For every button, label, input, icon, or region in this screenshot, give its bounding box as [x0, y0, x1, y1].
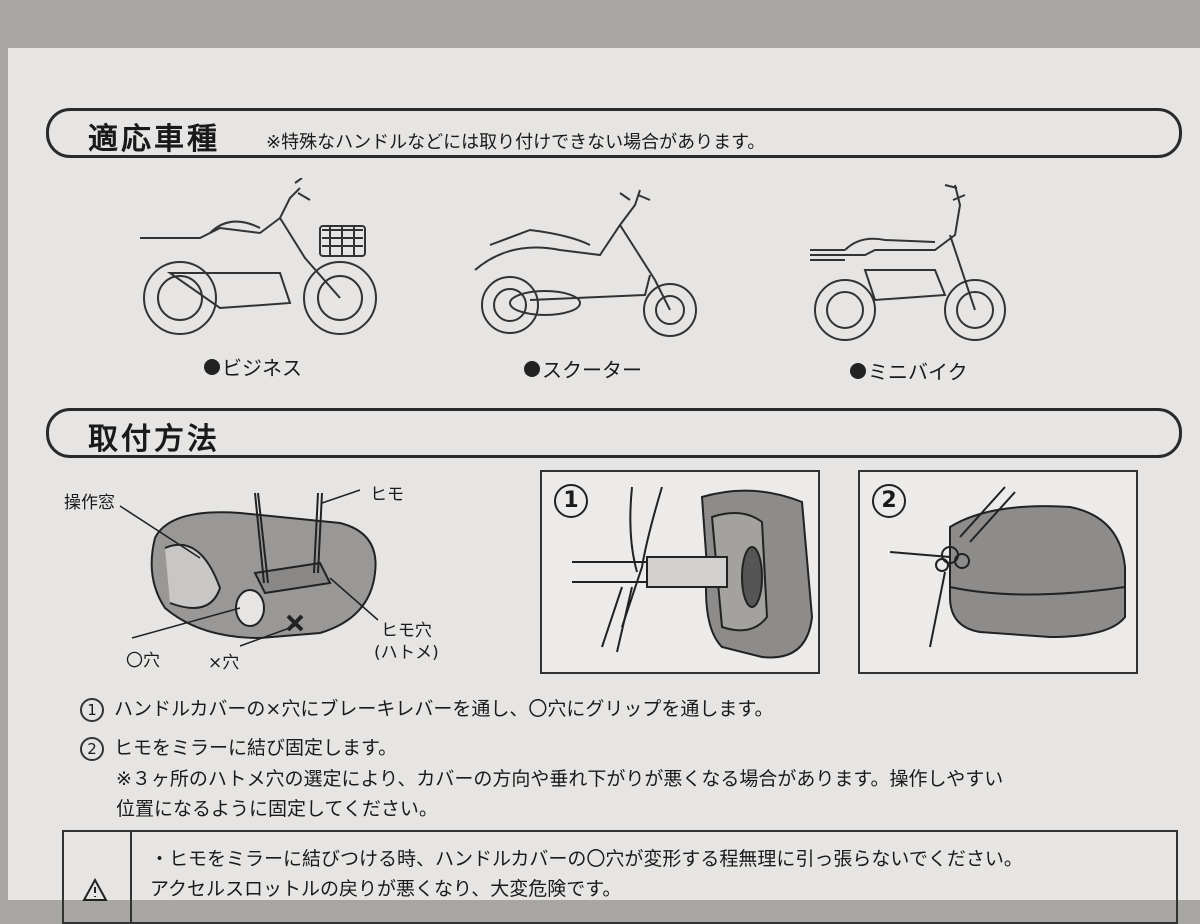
handle-cover-diagram — [119, 489, 379, 647]
brake-lever-grip-illustration — [572, 486, 814, 659]
warning-triangle-icon — [82, 878, 108, 901]
step-panel-number: 1 — [554, 484, 588, 518]
label-x-hole: ×穴 — [208, 653, 240, 673]
bike-label-text: ビジネス — [222, 356, 302, 380]
bike-label-scooter: スクーター — [524, 354, 642, 383]
warning-line-2: アクセルスロットルの戻りが悪くなり、大変危険です。 — [150, 878, 622, 900]
business-bike-icon — [140, 178, 377, 335]
bike-label-mini: ミニバイク — [850, 356, 968, 385]
step-panel-2: 2 — [858, 470, 1138, 674]
step-number: 2 — [80, 736, 104, 761]
section-installation-title: 取付方法 — [88, 422, 220, 457]
step-1: 1 ハンドルカバーの×穴にブレーキレバーを通し、〇穴にグリップを通します。 — [80, 694, 773, 722]
step-2: 2 ヒモをミラーに結び固定します。 — [80, 733, 397, 761]
bullet-icon — [524, 360, 540, 377]
label-operation-window: 操作窓 — [64, 493, 115, 513]
section-compatible-vehicles-title: 適応車種 — [88, 122, 220, 157]
mini-bike-icon — [810, 184, 1006, 341]
label-o-hole: 〇穴 — [126, 651, 160, 671]
bullet-icon — [204, 358, 220, 375]
label-string: ヒモ — [370, 485, 404, 505]
scooter-icon — [474, 189, 697, 337]
step-text: ヒモをミラーに結び固定します。 — [114, 737, 398, 759]
warning-line-1: ・ヒモをミラーに結びつける時、ハンドルカバーの〇穴が変形する程無理に引っ張らない… — [150, 848, 1023, 870]
label-eyelet: ヒモ穴 (ハトメ) — [374, 620, 439, 664]
step-panel-1: 1 — [540, 470, 820, 674]
label-eyelet-sub: (ハトメ) — [374, 643, 439, 663]
section-compatible-vehicles-note: ※特殊なハンドルなどには取り付けできない場合があります。 — [266, 132, 766, 153]
bullet-icon — [850, 362, 866, 379]
step-text: ハンドルカバーの×穴にブレーキレバーを通し、〇穴にグリップを通します。 — [114, 698, 774, 720]
tie-to-mirror-illustration — [889, 486, 1126, 648]
warning-divider — [130, 832, 132, 922]
section-compatible-vehicles-header — [46, 108, 1182, 158]
note-line-1: ※３ヶ所のハトメ穴の選定により、カバーの方向や垂れ下がりが悪くなる場合があります… — [116, 768, 1004, 790]
step-panel-number: 2 — [872, 484, 906, 518]
note-line-2: 位置になるように固定してください。 — [116, 798, 438, 820]
bike-label-text: ミニバイク — [868, 360, 968, 384]
step-number: 1 — [80, 697, 104, 722]
bike-label-business: ビジネス — [204, 352, 302, 381]
section-installation-header — [46, 408, 1182, 458]
bike-label-text: スクーター — [542, 358, 642, 382]
warning-box: ・ヒモをミラーに結びつける時、ハンドルカバーの〇穴が変形する程無理に引っ張らない… — [62, 830, 1178, 924]
label-eyelet-main: ヒモ穴 — [380, 621, 432, 641]
